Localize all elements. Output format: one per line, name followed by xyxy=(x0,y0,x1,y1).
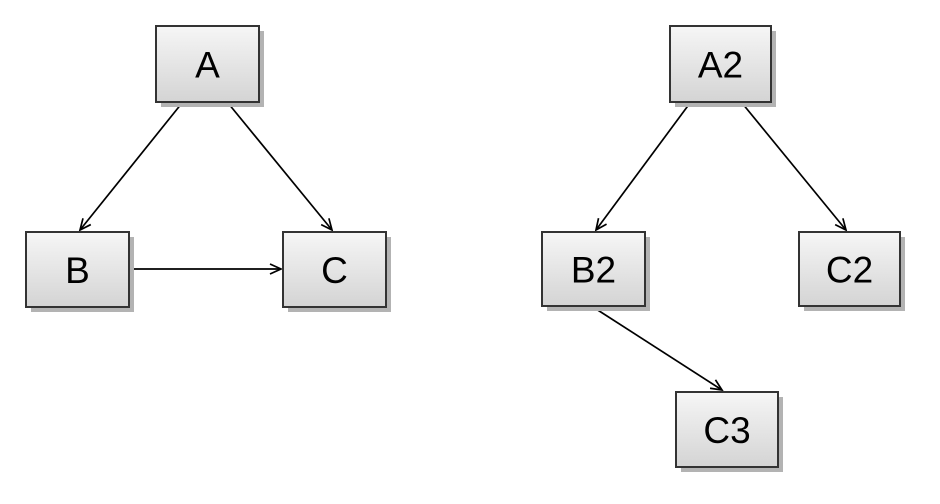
node-box[interactable] xyxy=(798,231,901,307)
node-label-A: A xyxy=(195,45,220,86)
node-box[interactable] xyxy=(541,231,646,307)
edges-layer xyxy=(78,102,848,392)
node-box[interactable] xyxy=(675,391,779,468)
node-A2[interactable]: A2 xyxy=(669,25,776,107)
node-box[interactable] xyxy=(282,231,387,308)
node-C2[interactable]: C2 xyxy=(798,231,905,311)
node-label-B: B xyxy=(65,250,90,291)
node-C[interactable]: C xyxy=(282,231,391,312)
node-box[interactable] xyxy=(669,25,772,103)
edge-B2-C3[interactable] xyxy=(592,306,724,392)
node-label-C2: C2 xyxy=(826,250,873,291)
node-B2[interactable]: B2 xyxy=(541,231,650,311)
edge-A-C[interactable] xyxy=(227,102,334,232)
node-C3[interactable]: C3 xyxy=(675,391,783,472)
node-box[interactable] xyxy=(25,231,130,308)
edge-A2-B2[interactable] xyxy=(594,102,691,232)
node-label-B2: B2 xyxy=(571,250,616,291)
node-B[interactable]: B xyxy=(25,231,134,312)
node-box[interactable] xyxy=(155,25,260,103)
node-label-C3: C3 xyxy=(703,410,750,451)
node-label-A2: A2 xyxy=(698,45,743,86)
edge-A-B[interactable] xyxy=(78,102,183,232)
edge-A2-C2[interactable] xyxy=(741,102,848,232)
node-label-C: C xyxy=(321,250,348,291)
node-A[interactable]: A xyxy=(155,25,264,107)
